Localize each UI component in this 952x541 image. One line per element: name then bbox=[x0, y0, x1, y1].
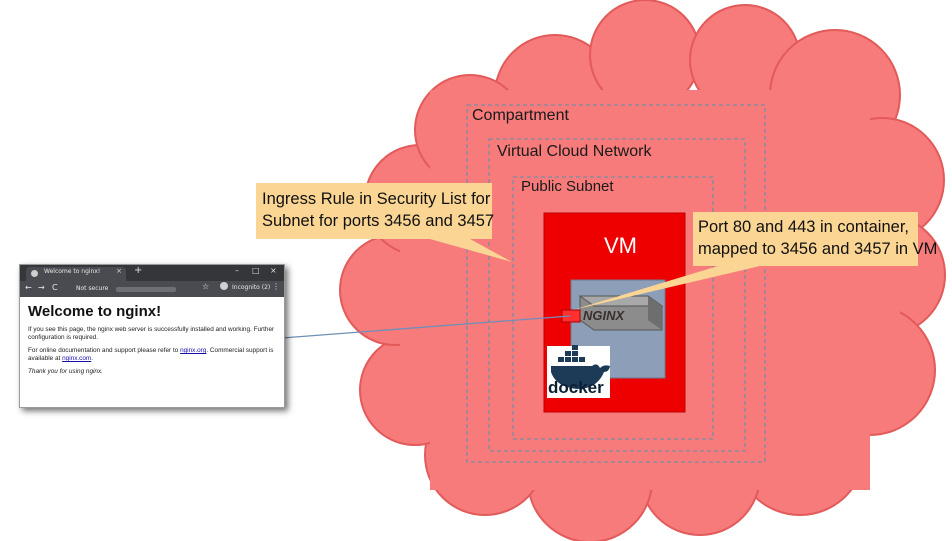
page-paragraph-1: If you see this page, the nginx web serv… bbox=[28, 326, 275, 341]
ingress-callout-shape bbox=[256, 183, 512, 262]
incognito-icon bbox=[220, 282, 228, 290]
globe-icon bbox=[31, 270, 38, 277]
page-paragraph-2: For online documentation and support ple… bbox=[28, 347, 276, 363]
para2-mid: . Commercial support is available at bbox=[28, 347, 274, 362]
compartment-label: Compartment bbox=[472, 107, 569, 124]
subnet-box bbox=[512, 176, 714, 440]
nginx-logo bbox=[578, 295, 664, 331]
bookmark-star-icon[interactable]: ☆ bbox=[202, 282, 210, 291]
address-bar[interactable]: Not secure bbox=[66, 283, 216, 295]
minimize-button[interactable]: – bbox=[235, 266, 239, 275]
ingress-callout-line-1: Ingress Rule in Security List for bbox=[262, 190, 491, 208]
not-secure-label: Not secure bbox=[76, 285, 109, 292]
para2-post: . bbox=[91, 355, 94, 362]
ports-callout-line-2: mapped to 3456 and 3457 in VM bbox=[698, 240, 938, 258]
browser-menu-icon[interactable]: ⋮ bbox=[272, 282, 280, 291]
browser-tab[interactable]: Welcome to nginx! × bbox=[26, 267, 126, 281]
page-content: Welcome to nginx! If you see this page, … bbox=[20, 297, 284, 387]
nginx-org-link[interactable]: nginx.org bbox=[180, 347, 207, 354]
ingress-callout-text: Ingress Rule in Security List for Subnet… bbox=[262, 188, 494, 232]
connector-line bbox=[281, 315, 571, 339]
browser-toolbar: ← → C Not secure ☆ Incognito (2) ⋮ bbox=[20, 281, 284, 297]
incognito-label[interactable]: Incognito (2) bbox=[232, 284, 271, 291]
docker-logo-text: docker bbox=[548, 378, 604, 397]
subnet-label: Public Subnet bbox=[521, 178, 614, 195]
ports-callout-text: Port 80 and 443 in container, mapped to … bbox=[698, 216, 937, 260]
para2-pre: For online documentation and support ple… bbox=[28, 347, 181, 354]
back-button[interactable]: ← bbox=[25, 283, 32, 292]
ports-callout-shape bbox=[573, 212, 918, 310]
tab-close-icon[interactable]: × bbox=[116, 267, 122, 275]
window-close-button[interactable]: × bbox=[270, 266, 277, 275]
maximize-button[interactable]: □ bbox=[252, 266, 260, 275]
new-tab-button[interactable]: + bbox=[134, 265, 143, 276]
url-redacted bbox=[116, 287, 176, 292]
compartment-box bbox=[466, 104, 766, 463]
ports-callout-line-1: Port 80 and 443 in container, bbox=[698, 218, 909, 236]
nginx-com-link[interactable]: nginx.com bbox=[62, 355, 92, 362]
docker-whale-icon bbox=[547, 345, 610, 398]
vcn-label: Virtual Cloud Network bbox=[497, 143, 652, 160]
vcn-box bbox=[488, 138, 746, 452]
reload-button[interactable]: C bbox=[52, 283, 58, 292]
page-thanks: Thank you for using nginx. bbox=[28, 368, 103, 375]
browser-window: Welcome to nginx! × + – □ × ← → C Not se… bbox=[19, 264, 285, 408]
tab-title: Welcome to nginx! bbox=[44, 268, 101, 275]
forward-button[interactable]: → bbox=[38, 283, 45, 292]
vm-label: VM bbox=[604, 233, 637, 258]
browser-titlebar: Welcome to nginx! × + – □ × bbox=[20, 265, 284, 281]
page-heading: Welcome to nginx! bbox=[28, 303, 162, 320]
ingress-callout-line-2: Subnet for ports 3456 and 3457 bbox=[262, 212, 495, 230]
nginx-logo-text: NGINX bbox=[583, 308, 625, 323]
